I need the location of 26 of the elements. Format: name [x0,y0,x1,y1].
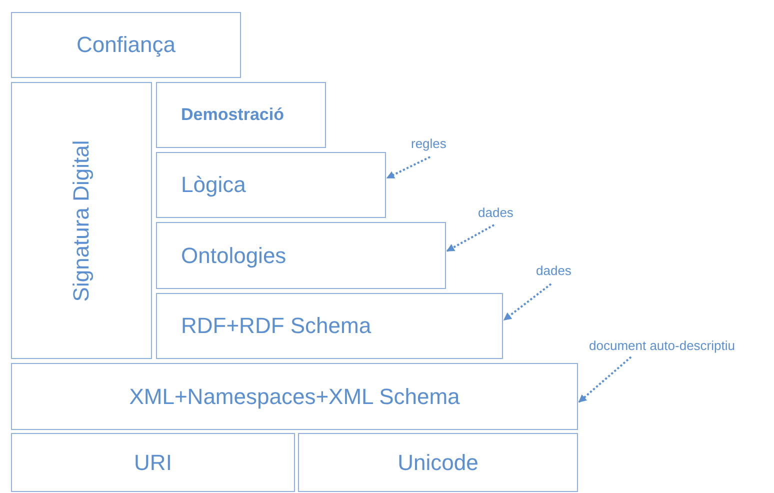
layer-label: RDF+RDF Schema [181,313,372,339]
layer-label: URI [134,450,172,476]
dotted-arrow [578,356,632,403]
layer-label: Lògica [181,172,246,198]
annotation-label: dades [536,263,572,278]
layer-label: Unicode [398,450,478,476]
annotation-label: dades [478,205,514,220]
layer-box [11,363,578,430]
dotted-arrow [446,224,494,252]
layer-label: Ontologies [181,242,286,268]
layer-label: Confiança [76,32,176,58]
annotation-label: document auto-descriptiu [589,338,735,353]
layer-box [156,152,386,218]
layer-box [298,433,578,492]
dotted-arrow [386,156,430,179]
layer-box [156,293,503,359]
dotted-arrow [503,283,552,321]
annotation-label: regles [411,136,446,151]
layer-box [156,222,446,289]
layer-box [11,433,295,492]
layer-label: XML+Namespaces+XML Schema [129,384,460,410]
layer-label: Signatura Digital [68,140,94,302]
layer-box [11,12,241,78]
layer-box [11,82,152,359]
layer-label: Demostració [181,105,284,125]
layer-box [156,82,326,148]
